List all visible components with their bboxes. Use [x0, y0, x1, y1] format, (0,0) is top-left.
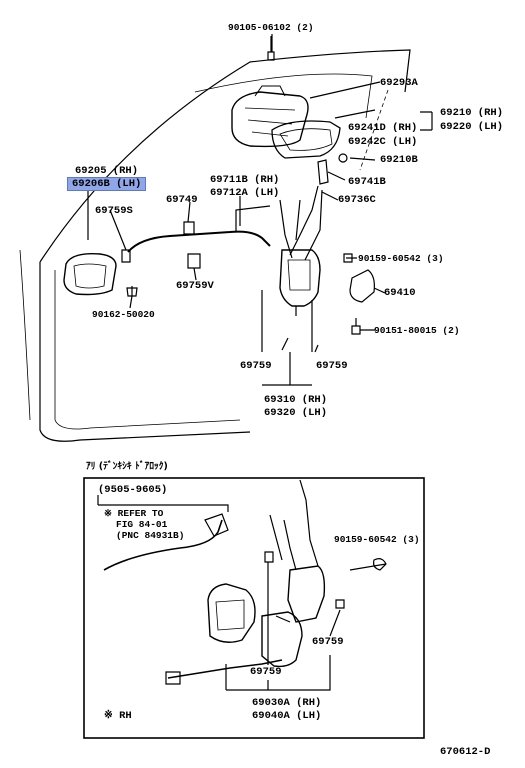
rh-note: ※ RH — [104, 710, 132, 722]
label-90151-80015[interactable]: 90151-80015 (2) — [374, 325, 460, 336]
inset-frame — [83, 477, 425, 739]
label-90105-06102[interactable]: 90105-06102 (2) — [228, 22, 314, 33]
door-lock-assembly — [279, 249, 321, 307]
label-69759-inset-right[interactable]: 69759 — [312, 636, 344, 648]
label-69736C[interactable]: 69736C — [338, 194, 376, 206]
label-69759-left[interactable]: 69759 — [240, 360, 272, 372]
handle-frame-part — [271, 120, 341, 159]
label-69711B-rh[interactable]: 69711B (RH) — [210, 174, 280, 186]
outside-handle-part — [231, 91, 309, 148]
label-69410[interactable]: 69410 — [384, 287, 416, 299]
door-outline — [39, 49, 411, 442]
lock-actuator-motor — [207, 583, 256, 643]
date-range: (9505-9605) — [98, 484, 168, 496]
label-69293A[interactable]: 69293A — [380, 77, 418, 89]
figure-code: 670612-D — [440, 746, 491, 758]
label-69030A-rh[interactable]: 69030A (RH) — [252, 697, 322, 709]
refer-note-line3: (PNC 84931B) — [116, 530, 185, 541]
section-title: ｱﾘ (ﾃﾞﾝｷｼｷ ﾄﾞｱﾛｯｸ) — [86, 461, 168, 472]
label-69759-inset-left[interactable]: 69759 — [250, 666, 282, 678]
label-90159-60542-top[interactable]: 90159-60542 (3) — [358, 253, 444, 264]
label-69749[interactable]: 69749 — [166, 194, 198, 206]
door-inner-outline — [54, 270, 241, 430]
label-69242C-lh[interactable]: 69242C (LH) — [348, 136, 418, 148]
label-69310-rh[interactable]: 69310 (RH) — [264, 394, 328, 406]
label-69205-rh[interactable]: 69205 (RH) — [75, 165, 139, 177]
label-69759S[interactable]: 69759S — [95, 205, 133, 217]
label-69220-lh[interactable]: 69220 (LH) — [440, 121, 504, 133]
label-69320-lh[interactable]: 69320 (LH) — [264, 407, 328, 419]
label-90162-50020[interactable]: 90162-50020 — [92, 309, 155, 320]
label-69040A-lh[interactable]: 69040A (LH) — [252, 710, 322, 722]
lock-knob-part — [349, 269, 375, 303]
lock-rod — [279, 185, 323, 261]
inside-handle — [63, 253, 117, 296]
label-69741B[interactable]: 69741B — [348, 176, 386, 188]
refer-note-line2[interactable]: FIG 84-01 — [116, 519, 168, 530]
label-69241D-rh[interactable]: 69241D (RH) — [348, 122, 418, 134]
label-69210-rh[interactable]: 69210 (RH) — [440, 107, 504, 119]
label-69206B-lh[interactable]: 69206B (LH) — [66, 177, 147, 191]
inset-cable — [103, 519, 223, 571]
refer-note-line1: ※ REFER TO — [104, 508, 164, 519]
lock-cable — [127, 230, 271, 253]
label-90159-60542-inset[interactable]: 90159-60542 (3) — [334, 534, 420, 545]
label-69712A-lh[interactable]: 69712A (LH) — [210, 187, 280, 199]
label-69759-right[interactable]: 69759 — [316, 360, 348, 372]
label-69210B[interactable]: 69210B — [380, 154, 418, 166]
label-69759V[interactable]: 69759V — [176, 280, 214, 292]
